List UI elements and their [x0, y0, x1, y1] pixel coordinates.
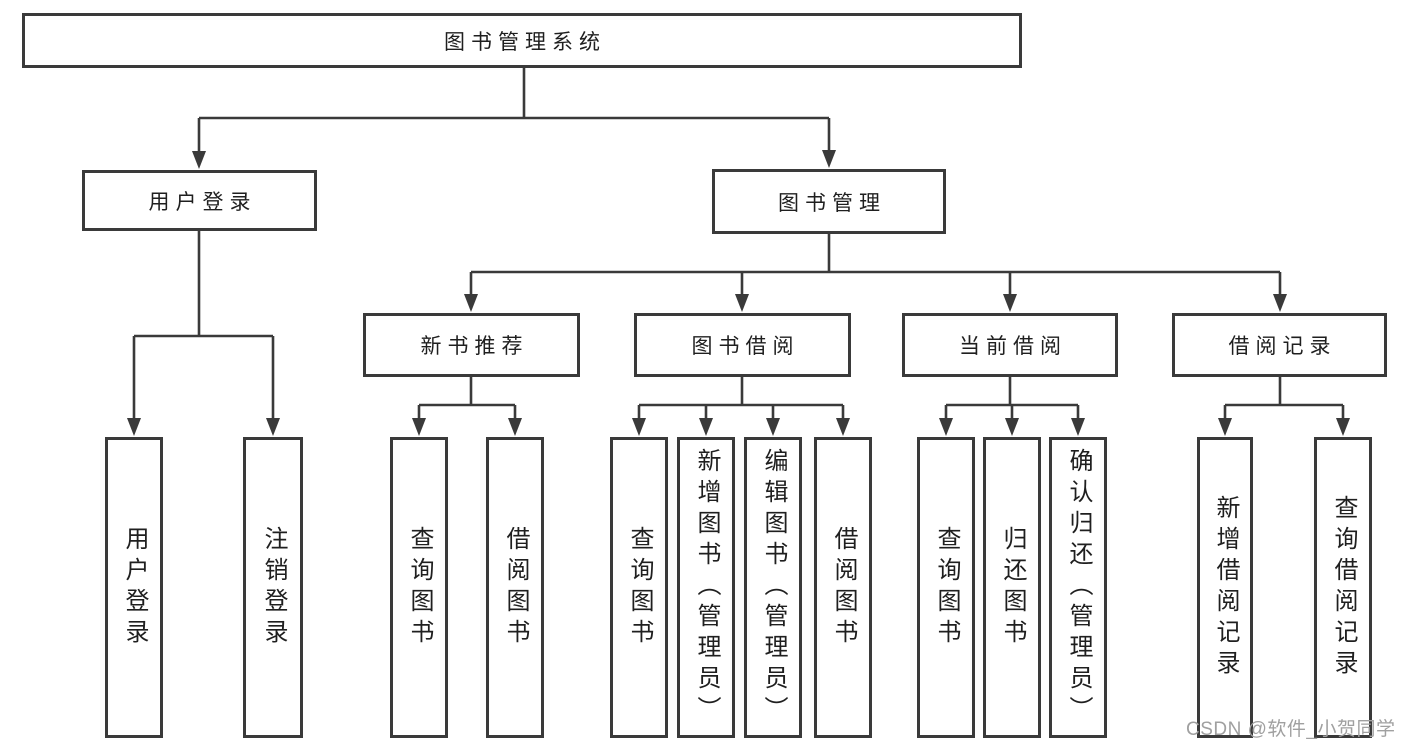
csdn-watermark: CSDN @软件_小贺同学 [1186, 719, 1396, 740]
node-leaf-logout: 注销登录 [243, 437, 303, 738]
node-label: 注销登录 [260, 525, 287, 650]
node-leaf-add-book-admin: 新增图书（管理员） [677, 437, 735, 738]
node-label: 当前借阅 [959, 335, 1067, 358]
node-leaf-user-login: 用户登录 [105, 437, 163, 738]
node-leaf-add-borrow-record: 新增借阅记录 [1197, 437, 1253, 738]
node-leaf-query-books-recommend: 查询图书 [390, 437, 448, 738]
node-leaf-query-books-borrowing: 查询图书 [610, 437, 668, 738]
node-label: 新书推荐 [420, 335, 529, 358]
node-label: 归还图书 [999, 525, 1026, 650]
node-label: 图书借阅 [691, 335, 800, 358]
node-label: 确认归还（管理员） [1065, 448, 1092, 727]
node-leaf-query-borrow-record: 查询借阅记录 [1314, 437, 1372, 738]
node-label: 图书管理系统 [444, 30, 606, 54]
node-label: 借阅图书 [830, 525, 857, 650]
node-leaf-borrow-books-recommend: 借阅图书 [486, 437, 544, 738]
node-leaf-edit-book-admin: 编辑图书（管理员） [744, 437, 802, 738]
node-leaf-borrow-books: 借阅图书 [814, 437, 872, 738]
node-leaf-confirm-return-admin: 确认归还（管理员） [1049, 437, 1107, 738]
node-borrowing-records: 借阅记录 [1172, 313, 1387, 377]
node-label: 查询图书 [626, 525, 653, 650]
node-leaf-return-book: 归还图书 [983, 437, 1041, 738]
node-label: 编辑图书（管理员） [760, 448, 787, 727]
node-label: 新增图书（管理员） [693, 448, 720, 727]
node-library-system: 图书管理系统 [22, 13, 1022, 68]
node-label: 查询借阅记录 [1330, 494, 1357, 681]
node-book-management: 图书管理 [712, 169, 946, 234]
node-user-login: 用户登录 [82, 170, 317, 231]
node-current-borrowing: 当前借阅 [902, 313, 1118, 377]
node-label: 借阅记录 [1228, 335, 1337, 358]
node-new-book-recommend: 新书推荐 [363, 313, 580, 377]
node-label: 借阅图书 [502, 525, 529, 650]
node-label: 用户登录 [148, 190, 257, 214]
node-label: 用户登录 [121, 525, 148, 650]
node-label: 查询图书 [933, 525, 960, 650]
node-book-borrowing: 图书借阅 [634, 313, 851, 377]
node-leaf-query-books-current: 查询图书 [917, 437, 975, 738]
node-label: 图书管理 [778, 191, 886, 215]
node-label: 查询图书 [406, 525, 433, 650]
node-label: 新增借阅记录 [1212, 494, 1239, 681]
